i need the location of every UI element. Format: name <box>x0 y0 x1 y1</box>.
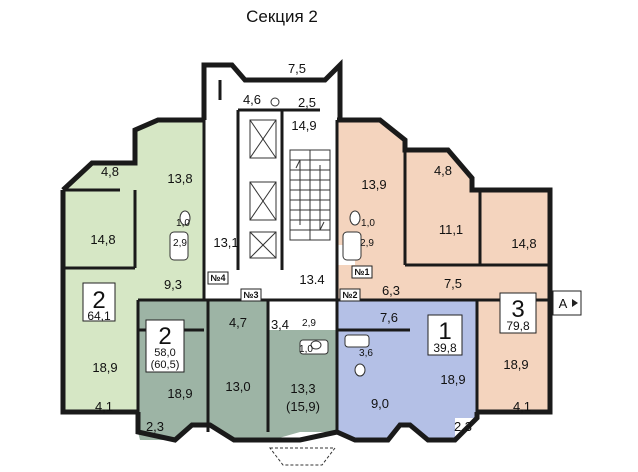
entrance-porch <box>268 447 337 466</box>
room-left-bath: 1,0 <box>176 218 190 229</box>
apt-3-area: 79,8 <box>506 319 530 333</box>
room-blue-kitchen: 9,0 <box>371 396 389 411</box>
door-tag-n4: №4 <box>210 273 225 283</box>
apt-green-fill <box>62 120 204 412</box>
apt-2-left-rooms: 2 <box>92 287 105 314</box>
door-tag-n3-box <box>240 288 262 302</box>
door-tag-n1-box <box>351 265 373 279</box>
room-center-bath: 2,9 <box>302 318 316 329</box>
door-tag-n1: №1 <box>354 267 369 277</box>
smoke-vent-icon <box>270 97 280 107</box>
apt-2-left-area: 64,1 <box>87 309 111 323</box>
apt-2-left-tag <box>82 282 116 322</box>
room-right-hall-small: 6,3 <box>382 283 400 298</box>
apt-1-area: 39,8 <box>433 341 457 355</box>
room-corridor-main: 13.4 <box>299 272 324 287</box>
room-right-loggia: 4,1 <box>513 399 531 414</box>
room-corridor-top: 14,9 <box>291 118 316 133</box>
room-left-loggia: 4,1 <box>95 399 113 414</box>
room-center-hall: 3,4 <box>271 317 289 332</box>
apt-gray-fill <box>138 300 337 440</box>
door-tag-n2-box <box>339 288 361 302</box>
apt-2-gray-rooms: 2 <box>158 323 171 350</box>
room-blue-loggia: 2,3 <box>454 419 472 434</box>
room-lift-hall: 4,6 <box>243 92 261 107</box>
room-right-balcony: 4,8 <box>434 163 452 178</box>
entrance-label: А <box>559 296 568 311</box>
room-vestibule: 2,5 <box>298 95 316 110</box>
room-left-hall: 9,3 <box>164 277 182 292</box>
room-gray-hall: 4,7 <box>229 315 247 330</box>
room-right-bath: 1,0 <box>361 218 375 229</box>
room-left-top: 14,8 <box>90 232 115 247</box>
apt-2-gray-tag <box>145 319 185 373</box>
apt-1-tag <box>427 314 463 356</box>
room-blue-room: 18,9 <box>440 372 465 387</box>
lift-shafts <box>249 119 277 259</box>
room-corridor-left: 13,1 <box>213 235 238 250</box>
apt-2-gray-area-alt: (60,5) <box>151 359 180 371</box>
door-tag-n4-box <box>207 271 229 285</box>
room-center-wc: 1,0 <box>299 344 313 355</box>
door-tag-n3: №3 <box>243 290 258 300</box>
room-right-bottom: 18,9 <box>503 357 528 372</box>
room-left-kitchen: 13,8 <box>167 171 192 186</box>
room-right-kitchen: 13,9 <box>361 177 386 192</box>
apt-2-gray-area: 58,0 <box>154 347 175 359</box>
room-right-mid: 11,1 <box>439 222 463 237</box>
section-title: Секция 2 <box>246 7 318 26</box>
room-gray-loggia: 2,3 <box>146 419 164 434</box>
room-center-room-alt: (15,9) <box>286 399 320 414</box>
room-blue-hall: 7,6 <box>380 310 398 325</box>
room-left-wc: 2,9 <box>173 238 187 249</box>
apt-3-rooms: 3 <box>511 296 524 323</box>
inner-walls <box>63 80 550 432</box>
room-left-bottom: 18,9 <box>92 360 117 375</box>
arrow-right-icon <box>572 299 578 307</box>
room-right-wc: 2,9 <box>360 238 374 249</box>
room-center-room: 13,3 <box>290 381 315 396</box>
plumbing-fixtures <box>169 210 370 377</box>
room-gray-kitchen: 13,0 <box>225 379 250 394</box>
room-stair-top: 7,5 <box>288 61 306 76</box>
room-gray-room: 18,9 <box>167 386 192 401</box>
staircase <box>289 149 331 241</box>
room-blue-wc: 3,6 <box>359 348 373 359</box>
room-right-hall: 7,5 <box>444 276 462 291</box>
room-right-top: 14,8 <box>511 236 536 251</box>
door-tag-n2: №2 <box>342 290 357 300</box>
apt-1-rooms: 1 <box>438 318 451 345</box>
room-left-balcony: 4,8 <box>101 164 119 179</box>
apt-3-tag <box>499 292 537 334</box>
